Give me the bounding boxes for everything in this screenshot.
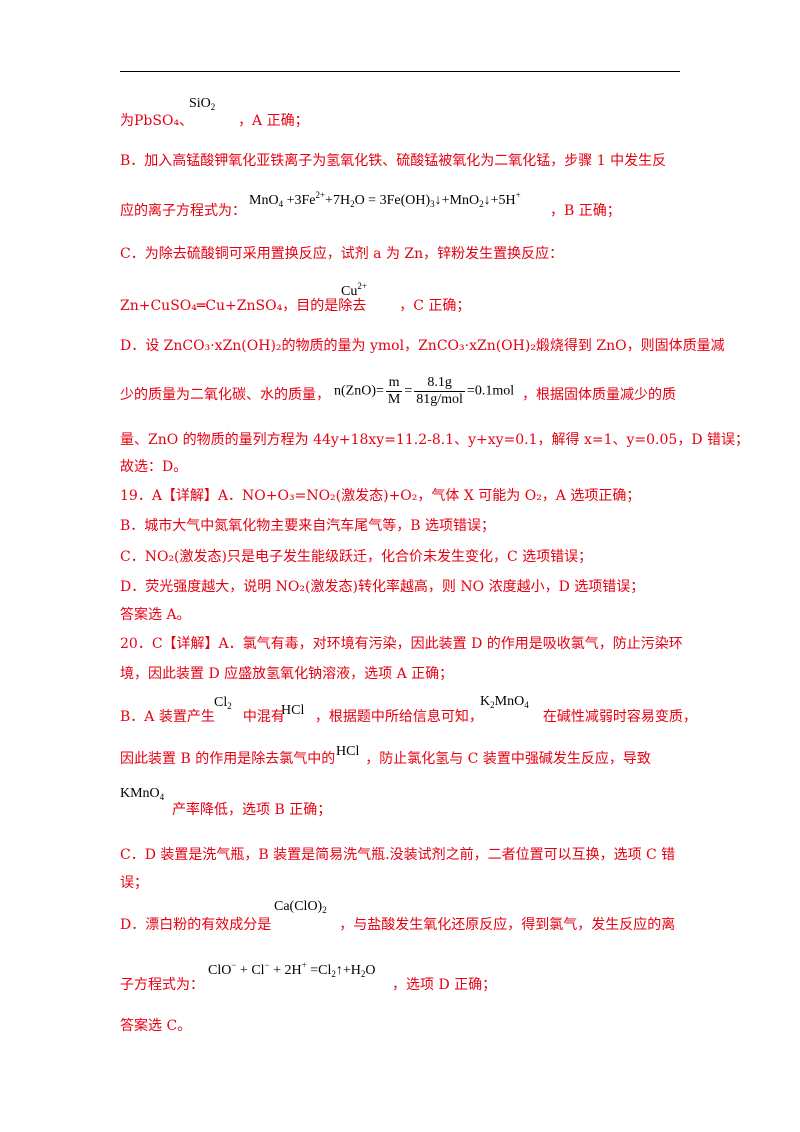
line-23: 子方程式为： [120,977,204,993]
sio2-formula: SiO2 [189,96,216,112]
line-9: 故选：D。 [120,459,188,475]
line-3-end: ，B 正确； [550,203,621,219]
line-18: 因此装置 B 的作用是除去氯气中的，防止氯化氢与 C 装置中强碱发生反应，导致 [120,751,651,767]
cl2-formula: Cl2 [214,695,232,711]
equation-mno4: MnO4 +3Fe2++7H2O = 3Fe(OH)3↓+MnO2↓+5H+ [249,190,521,209]
header-rule [120,71,680,72]
line-13: D．荧光强度越大，说明 NO₂(激发态)转化率越高，则 NO 浓度越小，D 选项… [120,579,645,595]
line-2: B．加入高锰酸钾氧化亚铁离子为氢氧化铁、硫酸锰被氧化为二氧化锰，步骤 1 中发生… [120,153,667,169]
line-12: C．NO₂(激发态)只是电子发生能级跃迁，化合价未发生变化，C 选项错误； [120,549,593,565]
ion-equation: ClO− + Cl− + 2H+ =Cl2↑+H2O [208,960,376,979]
line-1: 为PbSO₄、，A 正确； [120,113,309,129]
line-5: Zn+CuSO₄═Cu+ZnSO₄，目的是除去，C 正确； [120,298,471,314]
line-15: 20．C【详解】A．氯气有毒，对环境有污染，因此装置 D 的作用是吸收氯气，防止… [120,636,683,652]
line-4: C．为除去硫酸铜可采用置换反应，试剂 a 为 Zn，锌粉发生置换反应： [120,246,564,262]
line-24: 答案选 C。 [120,1018,192,1034]
line-22: D．漂白粉的有效成分是，与盐酸发生氧化还原反应，得到氯气，发生反应的离 [120,917,676,933]
line-8: 量、ZnO 的物质的量列方程为 44y+18xy=11.2-8.1、y+xy=0… [120,432,750,448]
hcl-formula-2: HCl [336,744,360,759]
line-6: D．设 ZnCO₃·xZn(OH)₂的物质的量为 ymol，ZnCO₃·xZn(… [120,338,725,354]
caclo2-formula: Ca(ClO)2 [274,899,327,915]
hcl-formula: HCl [281,703,305,718]
line-3: 应的离子方程式为： [120,203,246,219]
line-19: 产率降低，选项 B 正确； [172,802,332,818]
line-11: B．城市大气中氮氧化物主要来自汽车尾气等，B 选项错误； [120,518,496,534]
line-7: 少的质量为二氧化碳、水的质量， [120,387,330,403]
cu-ion: Cu2+ [341,281,367,299]
line-14: 答案选 A。 [120,607,191,623]
line-23-end: ，选项 D 正确； [392,977,497,993]
line-21: 误； [120,875,148,891]
line-17: B．A 装置产生中混有，根据题中所给信息可知，在碱性减弱时容易变质， [120,709,697,725]
line-10: 19．A【详解】A．NO+O₃=NO₂(激发态)+O₂，气体 X 可能为 O₂，… [120,488,641,504]
kmno4-formula: KMnO4 [120,786,165,802]
line-16: 境，因此装置 D 应盛放氢氧化钠溶液，选项 A 正确； [120,666,454,682]
k2mno4-formula: K2MnO4 [480,694,529,710]
line-20: C．D 装置是洗气瓶，B 装置是简易洗气瓶.没装试剂之前，二者位置可以互换，选项… [120,847,676,863]
line-7-end: ，根据固体质量减少的质 [522,387,676,403]
